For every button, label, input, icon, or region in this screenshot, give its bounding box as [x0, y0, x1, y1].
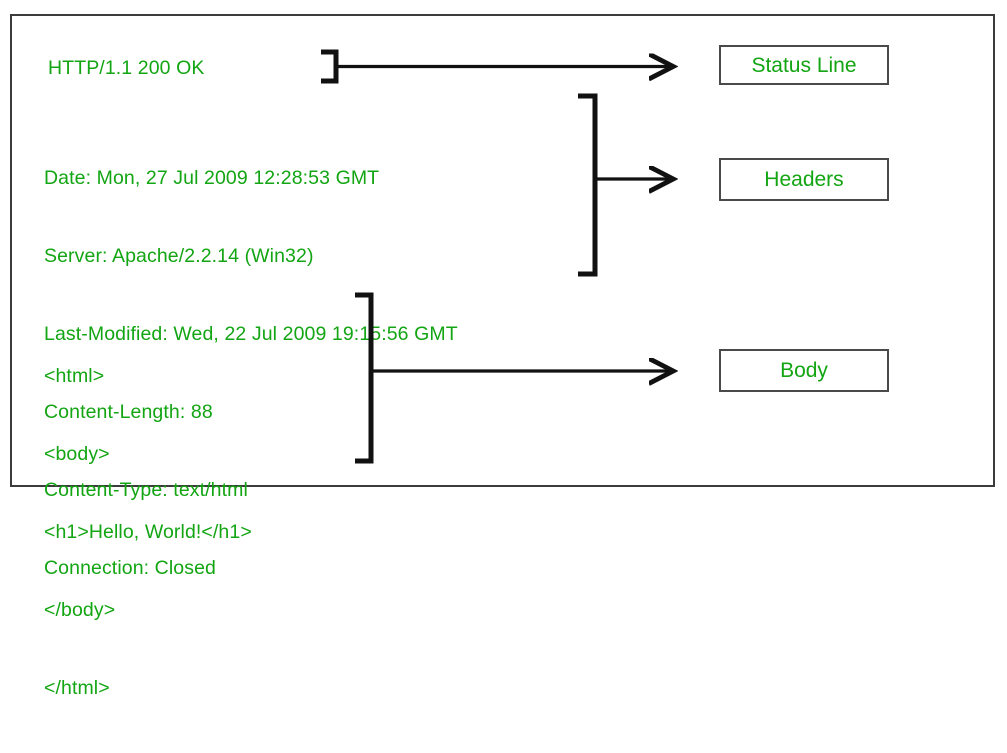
- diagram-canvas: HTTP/1.1 200 OK Date: Mon, 27 Jul 2009 1…: [10, 14, 995, 699]
- label-box-headers: Headers: [719, 158, 889, 201]
- body-line: <body>: [44, 443, 110, 465]
- body-line: </body>: [44, 599, 116, 621]
- body-line: <html>: [44, 365, 105, 387]
- body-text-block: <html> <body> <h1>Hello, World!</h1> </b…: [44, 311, 252, 753]
- header-line: Content-Type: text/html: [44, 479, 248, 501]
- header-line: Content-Length: 88: [44, 401, 213, 423]
- body-line: </html>: [44, 677, 110, 699]
- label-box-status-line: Status Line: [719, 45, 889, 85]
- headers-text-block: Date: Mon, 27 Jul 2009 12:28:53 GMT Serv…: [44, 113, 458, 633]
- label-box-body: Body: [719, 349, 889, 392]
- body-line: <h1>Hello, World!</h1>: [44, 521, 252, 543]
- diagram-frame: [10, 14, 995, 487]
- header-line: Date: Mon, 27 Jul 2009 12:28:53 GMT: [44, 167, 380, 189]
- header-line: Server: Apache/2.2.14 (Win32): [44, 245, 314, 267]
- status-line-text: HTTP/1.1 200 OK: [48, 57, 205, 79]
